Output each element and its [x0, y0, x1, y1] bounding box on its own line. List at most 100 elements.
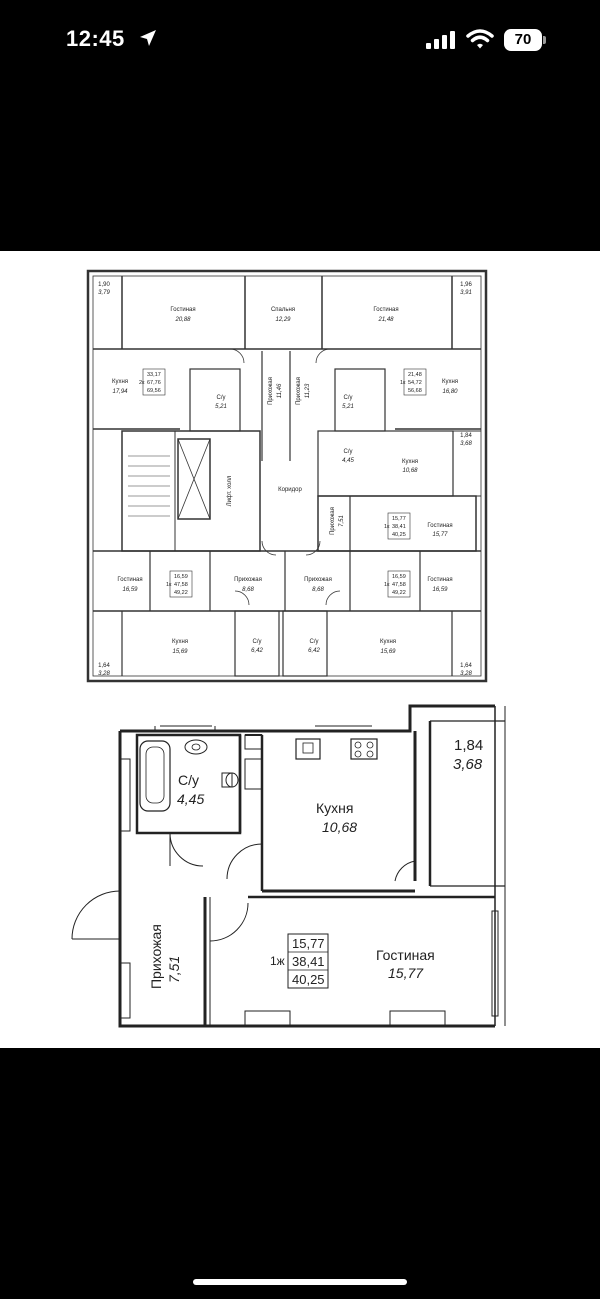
room-bath-br-area: 6,42	[308, 648, 320, 654]
floor-plan-image[interactable]: Гостиная 20,88 Спальня 12,29 Гостиная 21…	[0, 251, 600, 1048]
detail-apt-v1: 15,77	[292, 936, 325, 951]
detail-apt-v3: 40,25	[292, 972, 325, 987]
room-hall-mid-area: 7,51	[339, 515, 345, 527]
svg-text:16,59: 16,59	[174, 574, 188, 580]
room-kitchen-mid-area: 10,68	[402, 468, 418, 474]
room-living-tr-label: Гостиная	[373, 307, 398, 313]
room-bedroom-area: 12,29	[275, 317, 291, 323]
room-bedroom-label: Спальня	[271, 307, 295, 313]
room-bath-l-area: 5,21	[215, 404, 227, 410]
apt-bl-box: 1к 16,59 47,58 49,22	[166, 570, 193, 598]
balcony-tl-b: 3,79	[98, 290, 110, 296]
room-hall-mid-label: Прихожая	[330, 507, 336, 535]
balcony-mid-b: 3,68	[460, 441, 472, 447]
detail-living-area: 15,77	[388, 965, 424, 981]
apt-tl-box: 2к 33,17 67,76 69,56	[139, 368, 166, 396]
svg-text:47,58: 47,58	[174, 582, 188, 588]
detail-hall-area: 7,51	[166, 956, 182, 983]
room-bath-bl-label: С/у	[253, 639, 262, 645]
svg-text:47,58: 47,58	[392, 582, 406, 588]
room-hall-r-area: 11,23	[305, 383, 311, 398]
svg-text:16,59: 16,59	[392, 574, 406, 580]
svg-text:56,68: 56,68	[408, 388, 422, 394]
balcony-bl-b: 3,28	[98, 671, 110, 677]
room-hall-br-area: 8,68	[312, 587, 324, 593]
apt-mid-box: 1к 15,77 38,41 40,25	[384, 512, 411, 540]
svg-text:21,48: 21,48	[408, 372, 422, 378]
room-bath-mid-label: С/у	[344, 449, 353, 455]
corridor-label: Коридор	[278, 487, 302, 493]
room-bath-bl-area: 6,42	[251, 648, 263, 654]
detail-apt-v2: 38,41	[292, 954, 325, 969]
room-living-br-label: Гостиная	[427, 577, 452, 583]
balcony-br-a: 1,64	[460, 663, 472, 669]
balcony-bl-a: 1,64	[98, 663, 110, 669]
apartment-detail-plan	[71, 704, 506, 1028]
apartment-stat-boxes: 2к 33,17 67,76 69,56 1к 21,48 54,72 56,6…	[139, 368, 427, 598]
room-kitchen-br-label: Кухня	[380, 639, 396, 645]
svg-text:67,76: 67,76	[147, 380, 161, 386]
room-kitchen-l-area: 17,94	[112, 389, 128, 395]
status-time: 12:45	[66, 26, 125, 51]
room-hall-bl-area: 8,68	[242, 587, 254, 593]
detail-balcony-a: 1,84	[454, 737, 483, 754]
apt-tr-box: 1к 21,48 54,72 56,68	[400, 368, 427, 396]
room-kitchen-bl-area: 15,69	[172, 649, 188, 655]
balcony-tr-b: 3,91	[460, 290, 472, 296]
room-bath-br-label: С/у	[310, 639, 319, 645]
svg-text:1к: 1к	[166, 582, 172, 588]
room-hall-l-label: Прихожая	[268, 377, 274, 405]
room-kitchen-r-area: 16,80	[442, 389, 458, 395]
svg-text:40,25: 40,25	[392, 532, 406, 538]
detail-kitchen-label: Кухня	[316, 800, 353, 816]
room-living-br-area: 16,59	[432, 587, 448, 593]
balcony-mid-a: 1,84	[460, 433, 472, 439]
detail-bath-area: 4,45	[177, 791, 204, 807]
room-kitchen-bl-label: Кухня	[172, 639, 188, 645]
svg-text:1к: 1к	[384, 582, 390, 588]
home-indicator[interactable]	[193, 1279, 407, 1285]
room-kitchen-r-label: Кухня	[442, 379, 458, 385]
svg-text:1к: 1к	[384, 524, 390, 530]
status-bar: 12:45 70	[0, 0, 600, 80]
detail-kitchen-area: 10,68	[322, 819, 357, 835]
battery-icon: 70	[504, 29, 542, 51]
wifi-icon	[466, 29, 494, 49]
svg-text:33,17: 33,17	[147, 372, 161, 378]
room-bath-l-label: С/у	[217, 395, 226, 401]
room-kitchen-mid-label: Кухня	[402, 459, 418, 465]
detail-hall-label: Прихожая	[148, 924, 164, 989]
svg-text:2к: 2к	[139, 380, 145, 386]
cellular-signal-icon	[426, 31, 455, 49]
svg-text:54,72: 54,72	[408, 380, 422, 386]
svg-text:15,77: 15,77	[392, 516, 406, 522]
svg-text:69,56: 69,56	[147, 388, 161, 394]
battery-tip	[543, 36, 546, 44]
room-living-bl-label: Гостиная	[117, 577, 142, 583]
room-hall-l-area: 11,46	[277, 383, 283, 398]
floor-plan-overview	[86, 269, 488, 683]
room-kitchen-l-label: Кухня	[112, 379, 128, 385]
location-arrow-icon	[140, 30, 156, 46]
balcony-tl-a: 1,90	[98, 282, 110, 288]
svg-text:49,22: 49,22	[174, 590, 188, 596]
room-hall-r-label: Прихожая	[296, 377, 302, 405]
balcony-br-b: 3,28	[460, 671, 472, 677]
room-bath-mid-area: 4,45	[342, 458, 354, 464]
room-living-bl-area: 16,59	[122, 587, 138, 593]
svg-text:38,41: 38,41	[392, 524, 406, 530]
apt-br-box: 1к 16,59 47,58 49,22	[384, 570, 411, 598]
svg-text:1к: 1к	[400, 380, 406, 386]
room-living-mid-r-area: 15,77	[432, 532, 448, 538]
room-hall-bl-label: Прихожая	[234, 577, 262, 583]
room-living-tl-area: 20,88	[174, 317, 191, 323]
floor-plan-drawing: Гостиная 20,88 Спальня 12,29 Гостиная 21…	[71, 269, 506, 1028]
room-living-mid-r-label: Гостиная	[427, 523, 452, 529]
room-hall-br-label: Прихожая	[304, 577, 332, 583]
room-bath-r-area: 5,21	[342, 404, 354, 410]
room-bath-r-label: С/у	[344, 395, 353, 401]
lift-hall-label: Лифт. холл	[227, 475, 233, 506]
room-living-tr-area: 21,48	[377, 317, 394, 323]
svg-text:49,22: 49,22	[392, 590, 406, 596]
room-kitchen-br-area: 15,69	[380, 649, 396, 655]
